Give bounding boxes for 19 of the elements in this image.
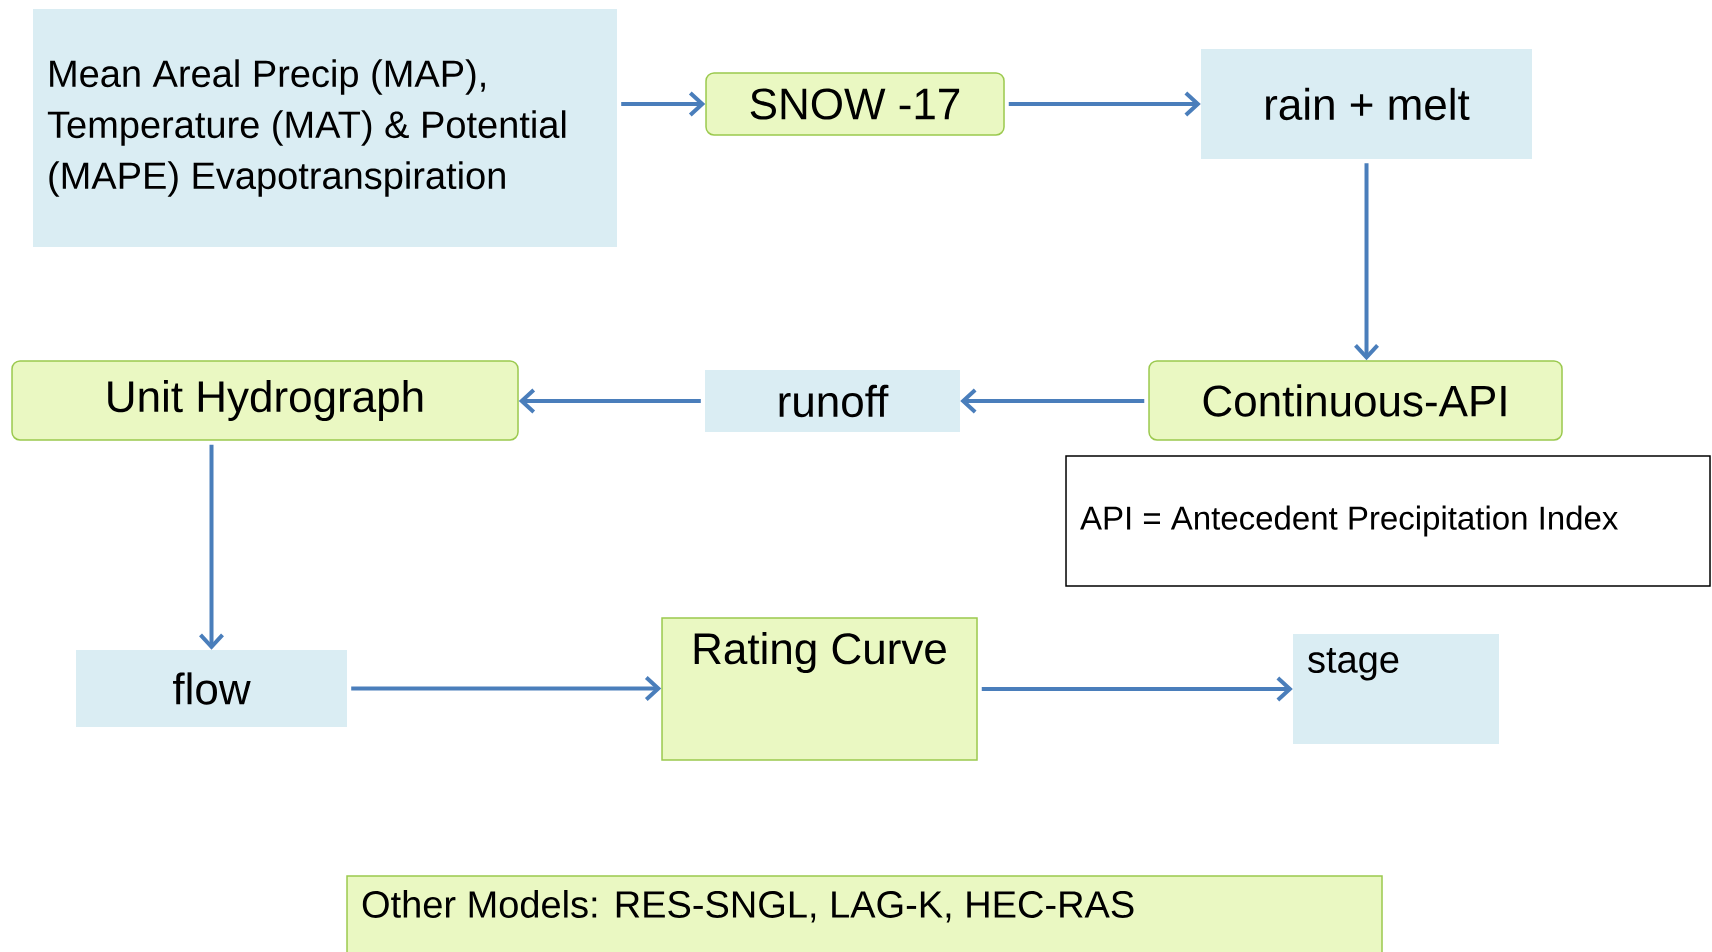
process-box: Other Models: RES-SNGL, LAG-K, HEC-RAS xyxy=(346,875,1383,952)
arrow xyxy=(621,91,706,117)
data-box: stage xyxy=(1293,634,1499,744)
arrow xyxy=(960,388,1145,414)
process-box: Unit Hydrograph xyxy=(11,360,519,441)
note-box: API = Antecedent Precipitation Index xyxy=(1065,455,1711,587)
arrow xyxy=(351,676,662,701)
arrow xyxy=(1354,163,1379,361)
data-box: runoff xyxy=(705,370,960,432)
arrow xyxy=(199,444,224,650)
arrow xyxy=(981,676,1293,702)
data-box: rain + melt xyxy=(1201,49,1532,159)
arrow xyxy=(518,388,701,414)
arrow xyxy=(1008,91,1201,117)
data-box: flow xyxy=(76,650,347,727)
process-box: Continuous-API xyxy=(1148,360,1563,441)
process-box: SNOW -17 xyxy=(705,72,1005,136)
data-box: Mean Areal Precip (MAP), Temperature (MAT) & Potential (MAPE) Evapotranspiration xyxy=(33,9,617,247)
process-box: Rating Curve xyxy=(661,617,978,761)
